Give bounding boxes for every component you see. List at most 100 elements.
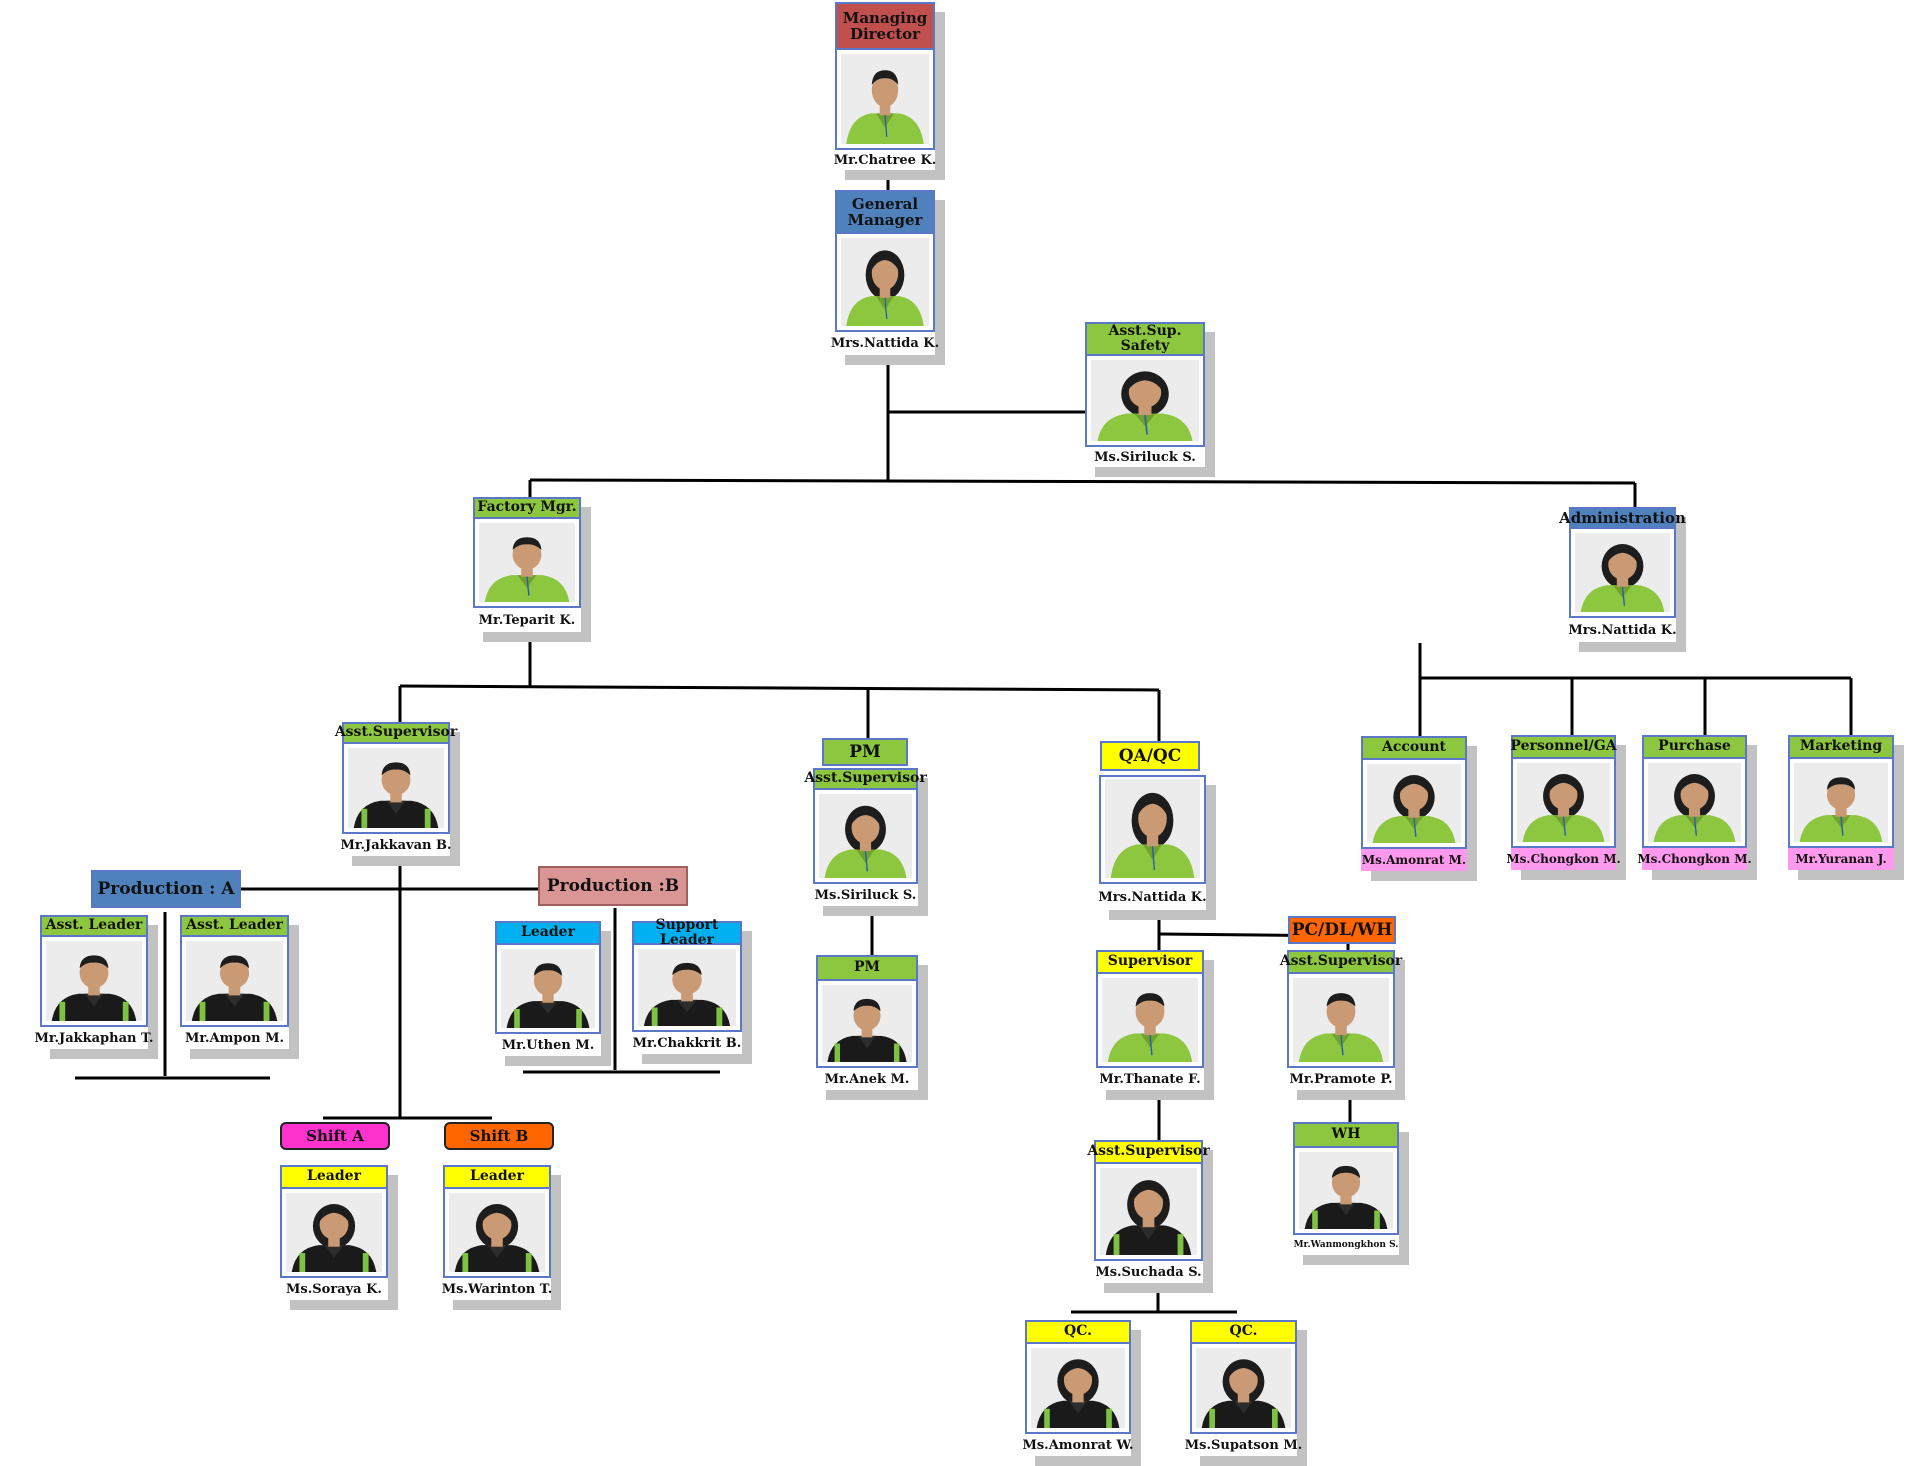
employee-name: Ms.Chongkon M. bbox=[1637, 846, 1752, 870]
employee-photo bbox=[46, 941, 142, 1021]
card-title: WH bbox=[1293, 1122, 1399, 1148]
card-title: Marketing bbox=[1788, 735, 1894, 759]
employee-name: Mr.Wanmongkhon S. bbox=[1293, 1233, 1399, 1255]
person-photo-icon bbox=[186, 941, 283, 1021]
employee-photo bbox=[1293, 978, 1389, 1062]
employee-name: Mr.Chakkrit B. bbox=[632, 1030, 742, 1054]
person-photo-icon bbox=[841, 238, 929, 326]
employee-photo bbox=[1091, 360, 1199, 441]
employee-photo bbox=[841, 54, 929, 144]
employee-name: Mr.Ampon M. bbox=[180, 1025, 289, 1049]
employee-name: Ms.Suchada S. bbox=[1094, 1259, 1203, 1283]
card-title: Asst.Supervisor bbox=[335, 722, 457, 744]
employee-photo bbox=[819, 794, 912, 878]
employee-photo bbox=[1794, 763, 1888, 842]
person-photo-icon bbox=[819, 794, 912, 878]
person-photo-icon bbox=[1293, 978, 1389, 1062]
employee-name: Mr.Jakkaphan T. bbox=[34, 1025, 154, 1049]
person-photo-icon bbox=[1196, 1348, 1291, 1428]
wh-staff-card: WH Mr.Wanmongkhon S. bbox=[1293, 1122, 1409, 1265]
pm-header-header: PM bbox=[822, 738, 908, 766]
employee-photo bbox=[1100, 1168, 1197, 1255]
person-photo-icon bbox=[348, 748, 444, 828]
employee-photo bbox=[1648, 763, 1741, 842]
card-title: Asst.Supervisor bbox=[1087, 1140, 1210, 1164]
person-photo-icon bbox=[1031, 1348, 1125, 1428]
employee-name: Mr.Teparit K. bbox=[473, 606, 581, 632]
production-b-header: Production :B bbox=[538, 866, 688, 906]
person-photo-icon bbox=[1100, 1168, 1197, 1255]
card-title: Administration bbox=[1559, 507, 1686, 529]
pcdlwh-header-header: PC/DL/WH bbox=[1288, 916, 1396, 944]
employee-name: Mr.Pramote P. bbox=[1287, 1066, 1395, 1090]
qc-2-card: QC. Ms.Supatson M. bbox=[1185, 1320, 1307, 1466]
person-photo-icon bbox=[1299, 1152, 1393, 1229]
person-photo-icon bbox=[46, 941, 142, 1021]
employee-photo bbox=[1517, 763, 1610, 842]
card-title: Supervisor bbox=[1096, 950, 1204, 974]
connector bbox=[399, 684, 1160, 692]
card-title: Leader bbox=[280, 1165, 388, 1189]
employee-photo bbox=[841, 238, 929, 326]
person-photo-icon bbox=[1648, 763, 1741, 842]
person-photo-icon bbox=[1102, 978, 1198, 1062]
employee-name: Mr.Thanate F. bbox=[1096, 1066, 1204, 1090]
card-title: QC. bbox=[1190, 1320, 1297, 1344]
employee-photo bbox=[638, 949, 736, 1026]
employee-name: Mrs.Nattida K. bbox=[1568, 616, 1677, 642]
employee-name: Mr.Yuranan J. bbox=[1788, 846, 1894, 870]
card-title: Managing Director bbox=[835, 2, 935, 50]
person-photo-icon bbox=[1517, 763, 1610, 842]
employee-name: Ms.Siriluck S. bbox=[813, 882, 918, 906]
employee-name: Ms.Supatson M. bbox=[1185, 1432, 1302, 1456]
person-photo-icon bbox=[822, 985, 912, 1062]
person-photo-icon bbox=[1794, 763, 1888, 842]
production-a-header: Production : A bbox=[91, 870, 241, 908]
card-title: Leader bbox=[495, 921, 601, 945]
employee-photo bbox=[1102, 978, 1198, 1062]
person-photo-icon bbox=[501, 949, 595, 1028]
person-photo-icon bbox=[1091, 360, 1199, 441]
employee-photo bbox=[1367, 764, 1461, 843]
employee-photo bbox=[286, 1193, 382, 1272]
employee-name: Mr.Uthen M. bbox=[495, 1032, 601, 1056]
employee-photo bbox=[449, 1193, 545, 1272]
card-title: Purchase bbox=[1642, 735, 1747, 759]
qaqc-lead-card: Mrs.Nattida K. bbox=[1098, 775, 1216, 920]
factory-mgr-card: Factory Mgr.Mr.Teparit K. bbox=[473, 497, 591, 642]
employee-name: Mr.Anek M. bbox=[816, 1066, 918, 1090]
employee-photo bbox=[1299, 1152, 1393, 1229]
person-photo-icon bbox=[1105, 779, 1200, 878]
qc-1-card: QC.Ms.Amonrat W. bbox=[1022, 1320, 1141, 1466]
connector bbox=[529, 478, 1636, 485]
employee-photo bbox=[822, 985, 912, 1062]
person-photo-icon bbox=[841, 54, 929, 144]
person-photo-icon bbox=[286, 1193, 382, 1272]
card-title: Asst. Leader bbox=[180, 915, 289, 937]
person-photo-icon bbox=[1367, 764, 1461, 843]
person-photo-icon bbox=[638, 949, 736, 1026]
employee-name: Ms.Soraya K. bbox=[280, 1276, 388, 1300]
employee-name: Ms.Warinton T. bbox=[442, 1276, 552, 1300]
card-title: Asst.Supervisor bbox=[804, 768, 927, 790]
card-title: Asst. Leader bbox=[40, 915, 148, 937]
person-photo-icon bbox=[479, 523, 575, 602]
employee-name: Ms.Amonrat M. bbox=[1361, 847, 1467, 871]
